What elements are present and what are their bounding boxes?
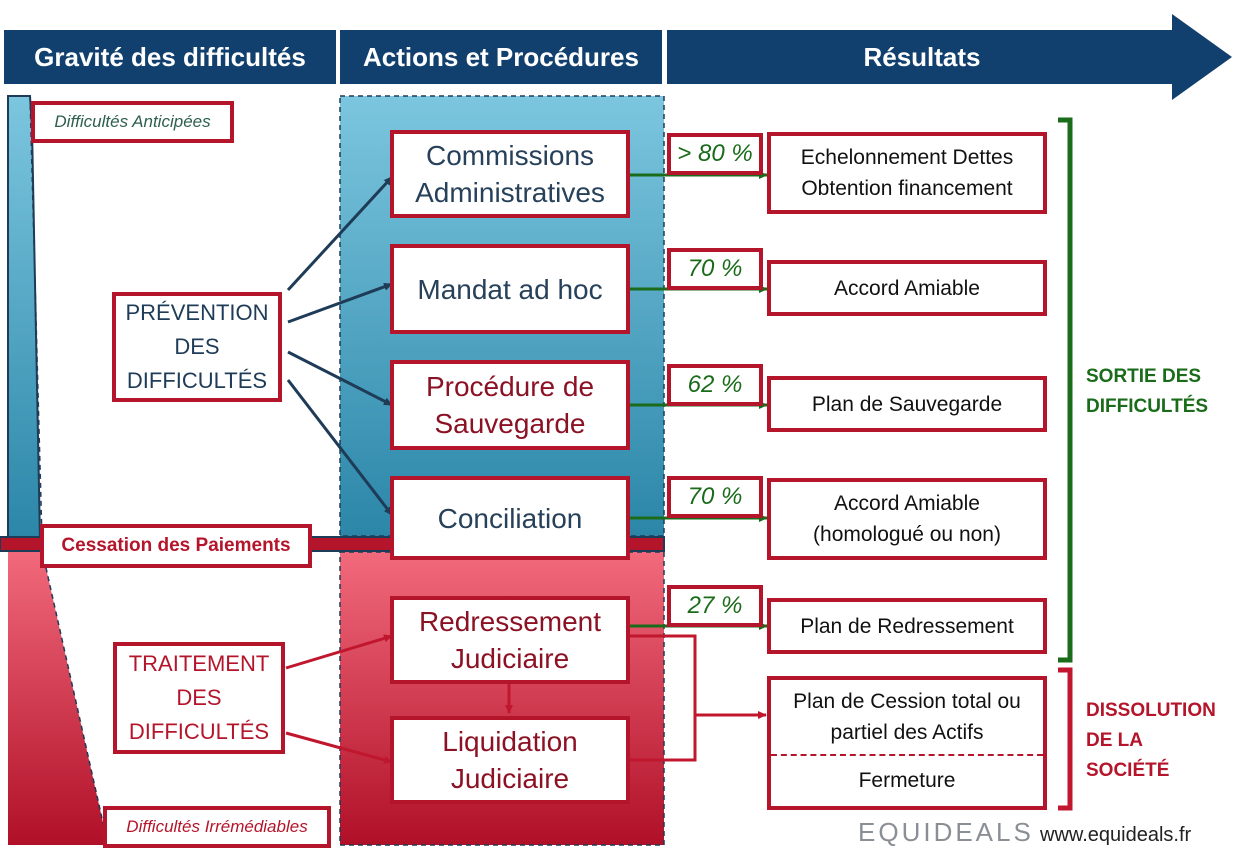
sortie-bracket <box>1058 117 1073 663</box>
outcome-dissolution: DISSOLUTION DE LA SOCIÉTÉ <box>1086 700 1216 781</box>
result-accord-amiable: Accord Amiable <box>767 260 1047 316</box>
procedure-commissions-administratives: Commissions Administratives <box>390 130 630 218</box>
label-difficultes-irremediables: Difficultés Irrémédiables <box>103 806 331 848</box>
website-url: www.equideals.fr <box>1040 824 1192 846</box>
prevention-arrows <box>286 175 394 516</box>
procedure-sauvegarde: Procédure de Sauvegarde <box>390 360 630 450</box>
category-prevention: PRÉVENTION DES DIFFICULTÉS <box>112 292 282 402</box>
procedure-conciliation: Conciliation <box>390 476 630 560</box>
result-plan-redressement: Plan de Redressement <box>767 598 1047 654</box>
result-fermeture: Fermeture <box>858 769 956 792</box>
result-plan-sauvegarde: Plan de Sauvegarde <box>767 376 1047 432</box>
rate-mandat: 70 % <box>667 248 763 290</box>
procedure-liquidation-judiciaire: Liquidation Judiciaire <box>390 716 630 804</box>
result-accord-amiable-homologue: Accord Amiable (homologué ou non) <box>767 478 1047 560</box>
result-echelonnement: Echelonnement Dettes Obtention financeme… <box>767 132 1047 214</box>
dissolution-bracket <box>1058 667 1073 811</box>
label-cessation-paiements: Cessation des Paiements <box>40 524 312 568</box>
dissolution-divider <box>771 754 1043 756</box>
outcome-sortie: SORTIE DES DIFFICULTÉS <box>1086 366 1209 417</box>
rate-sauvegarde: 62 % <box>667 364 763 406</box>
rate-redressement: 27 % <box>667 585 763 627</box>
category-traitement: TRAITEMENT DES DIFFICULTÉS <box>113 642 285 754</box>
traitement-arrows <box>285 634 767 764</box>
equideals-logo: EQUIDEALS <box>858 817 1034 847</box>
rate-conciliation: 70 % <box>667 476 763 518</box>
header-actions: Actions et Procédures <box>340 30 662 84</box>
severity-bar-red <box>8 550 108 845</box>
rate-commissions: > 80 % <box>667 133 763 175</box>
severity-bar-blue <box>7 95 42 541</box>
result-plan-cession: Plan de Cession total ou partiel des Act… <box>793 690 1021 744</box>
header-gravite: Gravité des difficultés <box>4 30 336 84</box>
procedure-mandat-ad-hoc: Mandat ad hoc <box>390 244 630 334</box>
header-resultats: Résultats <box>667 30 1177 84</box>
label-difficultes-anticipees: Difficultés Anticipées <box>31 101 234 143</box>
procedure-redressement-judiciaire: Redressement Judiciaire <box>390 596 630 684</box>
result-dissolution-box: Plan de Cession total ou partiel des Act… <box>767 676 1047 810</box>
